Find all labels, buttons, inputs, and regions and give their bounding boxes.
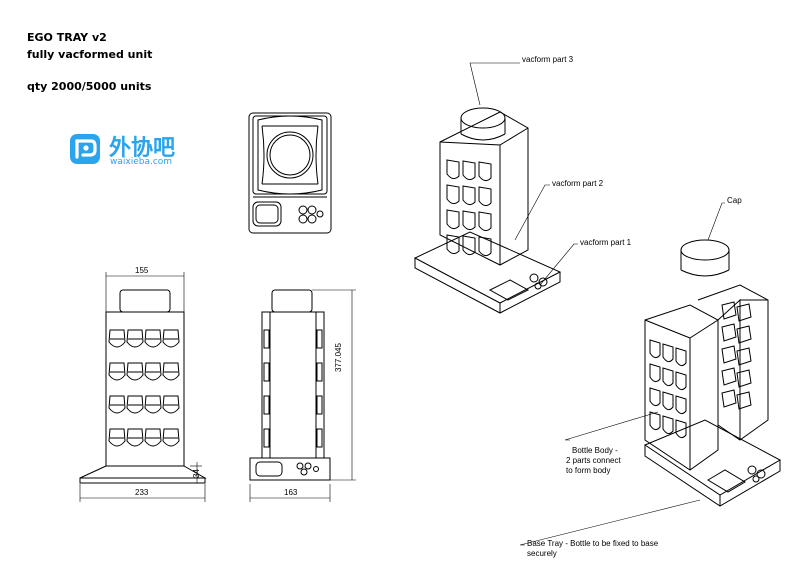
callout-part2: vacform part 2 — [552, 179, 604, 188]
side-slot — [263, 395, 270, 415]
pod-slot — [736, 347, 752, 366]
pod-slot — [462, 185, 476, 206]
pod-slot — [736, 369, 752, 388]
pod-slot — [462, 235, 476, 256]
pod-slot — [721, 367, 737, 386]
drawing-subtitle: fully vacformed unit — [27, 48, 153, 61]
pod-slot — [736, 303, 752, 322]
pod-slot — [721, 323, 737, 342]
pod-slot — [162, 428, 180, 447]
pod-slot — [675, 347, 687, 367]
pod-slot — [662, 415, 674, 435]
pod-slot — [126, 362, 144, 381]
pod-slot — [478, 161, 492, 182]
pod-slot — [478, 186, 492, 207]
pod-slot — [649, 411, 661, 431]
pod-slot — [144, 428, 162, 447]
pod-slot — [736, 325, 752, 344]
pod-slot — [108, 362, 126, 381]
pod-slot — [478, 236, 492, 257]
drawing-title: EGO TRAY v2 — [27, 31, 107, 44]
dim-depth: 163 — [284, 488, 298, 497]
callout-part1: vacform part 1 — [580, 238, 632, 247]
pod-slot — [649, 387, 661, 407]
pod-slot — [144, 329, 162, 348]
logo-icon — [70, 134, 100, 164]
exploded-view — [643, 239, 782, 507]
callout-part3: vacform part 3 — [522, 55, 574, 64]
pod-slot — [446, 159, 460, 180]
side-slot — [316, 362, 323, 382]
pod-slot — [721, 345, 737, 364]
side-dimensions — [249, 289, 356, 502]
side-view — [249, 289, 331, 481]
top-view — [248, 112, 332, 234]
pod-slot — [108, 395, 126, 414]
logo-url: waixieba.com — [110, 157, 173, 167]
dim-base-width: 233 — [135, 488, 149, 497]
pod-slot — [462, 210, 476, 231]
pod-slot — [662, 391, 674, 411]
pod-slot — [126, 395, 144, 414]
pod-slot — [144, 395, 162, 414]
pod-slot — [162, 329, 180, 348]
front-view — [79, 289, 207, 484]
logo-brand: 外协吧 — [109, 136, 176, 161]
pod-slot — [446, 234, 460, 255]
side-slot — [263, 329, 270, 349]
callout-body-3: to form body — [566, 466, 611, 475]
pod-slot — [675, 371, 687, 391]
isometric-assembly — [413, 107, 562, 314]
pod-slot — [446, 184, 460, 205]
pod-slot — [478, 211, 492, 232]
side-slot — [316, 329, 323, 349]
leader-lines — [469, 62, 725, 546]
pod-slot — [649, 363, 661, 383]
pod-slot — [144, 362, 162, 381]
side-slot — [316, 428, 323, 448]
pod-slot — [162, 362, 180, 381]
callout-body-2: 2 parts connect — [566, 456, 621, 465]
pod-slot — [649, 339, 661, 359]
pod-slot — [662, 367, 674, 387]
dim-base-height: 34 — [192, 469, 201, 478]
pod-slot — [108, 428, 126, 447]
quantity-note: qty 2000/5000 units — [27, 80, 152, 93]
callout-cap: Cap — [727, 196, 742, 205]
pod-slot — [162, 395, 180, 414]
front-dimensions — [79, 272, 206, 502]
pod-slot — [736, 391, 752, 410]
side-slot — [263, 428, 270, 448]
pod-slot — [126, 428, 144, 447]
pod-slot — [126, 329, 144, 348]
pod-slot — [675, 419, 687, 439]
pod-slot — [721, 301, 737, 320]
pod-slot — [446, 209, 460, 230]
pod-slot — [462, 160, 476, 181]
callout-base-1: Base Tray - Bottle to be fixed to base — [527, 539, 659, 548]
dim-cap-width: 155 — [135, 266, 149, 275]
callout-body-1: Bottle Body - — [572, 446, 618, 455]
pod-slot — [675, 395, 687, 415]
side-slot — [263, 362, 270, 382]
callout-base-2: securely — [527, 549, 557, 558]
side-slot — [316, 395, 323, 415]
pod-slot — [662, 343, 674, 363]
pod-slot — [721, 389, 737, 408]
pod-slot — [108, 329, 126, 348]
dim-height: 377.045 — [334, 343, 343, 372]
